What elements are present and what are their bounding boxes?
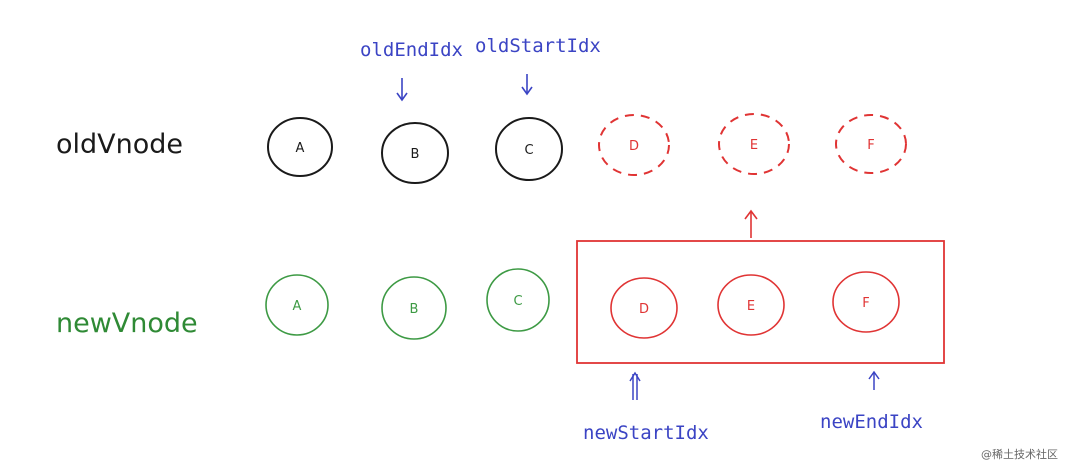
old-node-a-letter: A: [296, 141, 305, 156]
new-node-a-letter: A: [293, 299, 302, 314]
new-node-b-letter: B: [410, 302, 419, 317]
old-node-c: C: [495, 117, 563, 181]
old-node-b-letter: B: [411, 147, 420, 162]
old-node-e: E: [718, 113, 790, 175]
old-node-a: A: [267, 117, 333, 177]
old-node-c-letter: C: [524, 143, 533, 158]
red-up-arrow-icon: [744, 209, 758, 238]
old-node-e-letter: E: [750, 138, 758, 153]
old-node-f-letter: F: [867, 138, 874, 153]
old-start-idx-label: oldStartIdx: [475, 35, 601, 57]
new-node-d-letter: D: [639, 302, 649, 317]
new-vnode-label: newVnode: [56, 308, 198, 339]
new-node-e-letter: E: [747, 299, 755, 314]
old-node-b: B: [381, 122, 449, 184]
new-node-f-letter: F: [862, 296, 869, 311]
new-start-idx-label: newStartIdx: [583, 422, 709, 444]
new-end-idx-label: newEndIdx: [820, 411, 923, 433]
new-node-b: B: [381, 276, 447, 340]
new-node-d: D: [610, 277, 678, 339]
old-node-d-letter: D: [629, 139, 639, 154]
old-node-d: D: [598, 114, 670, 176]
old-start-idx-arrow-icon: [521, 74, 533, 96]
new-node-f: F: [832, 271, 900, 333]
old-end-idx-label: oldEndIdx: [360, 39, 463, 61]
old-node-f: F: [835, 114, 907, 174]
new-node-e: E: [717, 274, 785, 336]
old-end-idx-arrow-icon: [396, 78, 408, 102]
new-node-c-letter: C: [513, 294, 522, 309]
new-node-a: A: [265, 274, 329, 336]
new-end-idx-arrow-icon: [868, 370, 880, 390]
new-start-idx-arrow-icon: [629, 371, 641, 400]
new-nodes-highlight-box: [576, 240, 945, 364]
watermark: @稀土技术社区: [981, 447, 1058, 461]
new-node-c: C: [486, 268, 550, 332]
old-vnode-label: oldVnode: [56, 129, 183, 160]
